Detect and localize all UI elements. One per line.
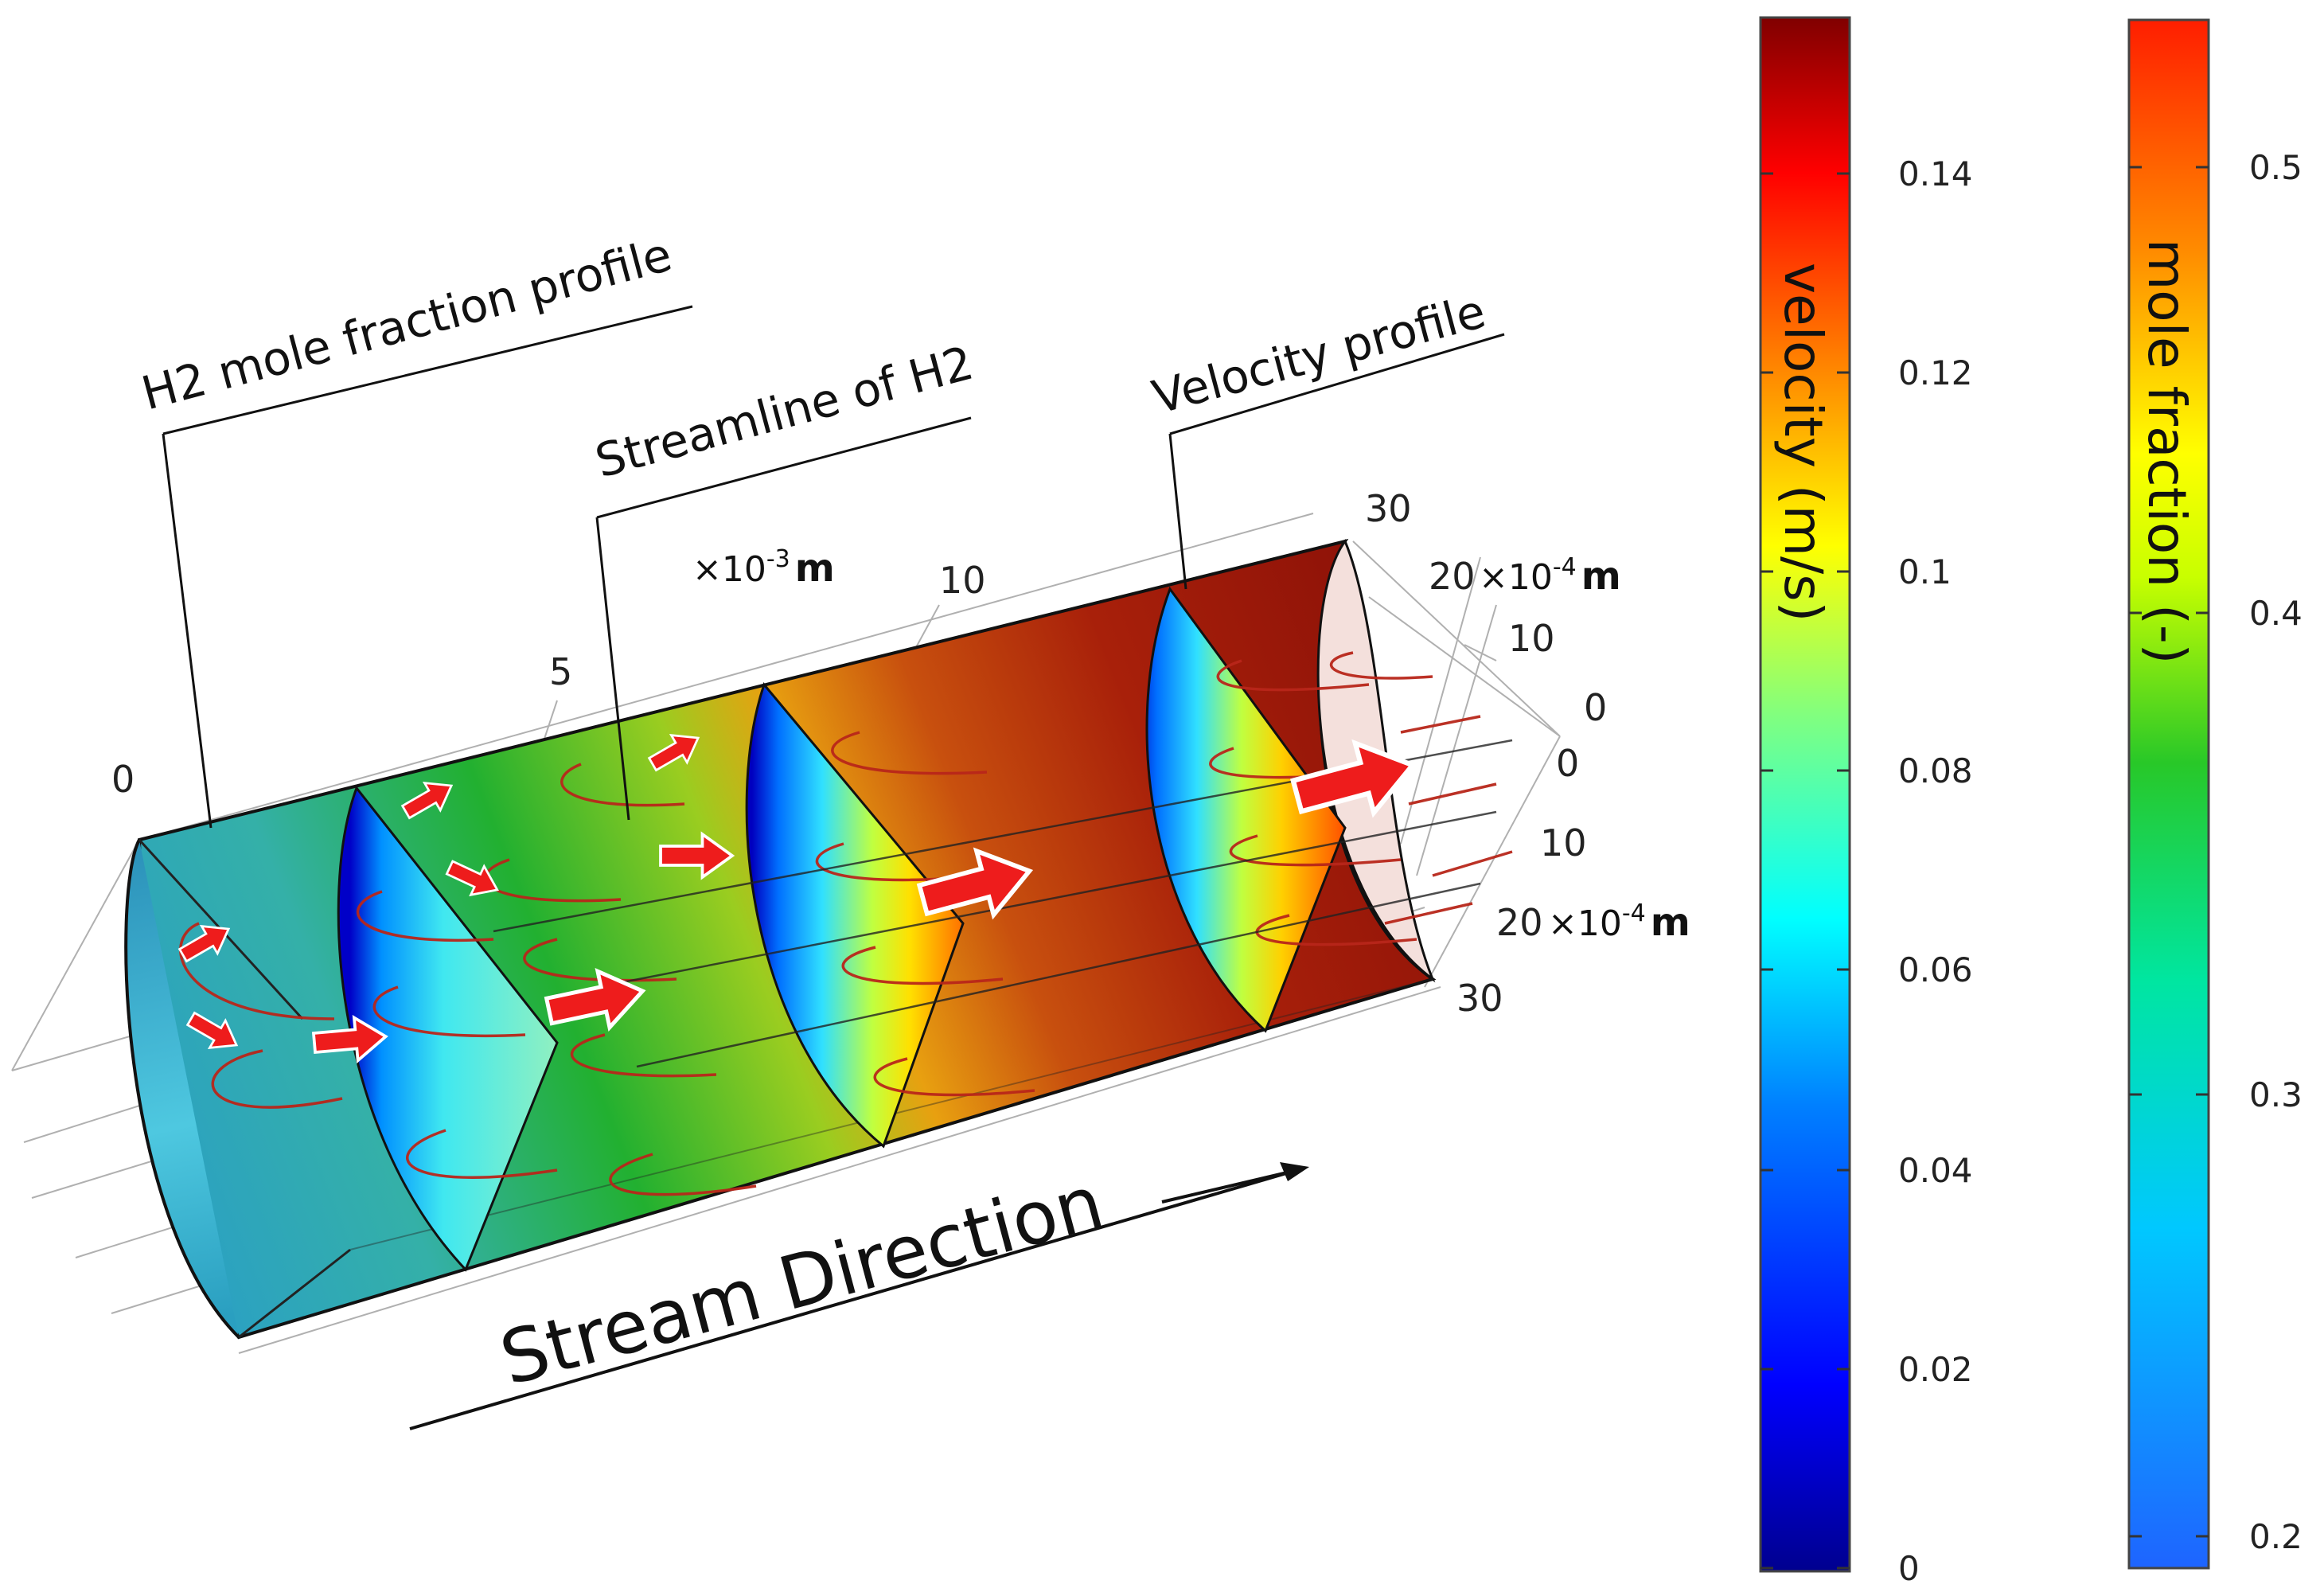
vertical-tick-0: 0 bbox=[1556, 742, 1579, 785]
velocity-colorbar-title: velocity (m/s) bbox=[1772, 263, 1834, 622]
depth-tick-10: 10 bbox=[1508, 617, 1555, 660]
velocity-tick-0.08: 0.08 bbox=[1898, 751, 1973, 790]
length-tick-0: 0 bbox=[111, 758, 135, 801]
h2-mole-fraction-label: H2 mole fraction profile bbox=[136, 227, 677, 420]
mole-fraction-colorbar: 0.2 0.3 0.4 0.5 mole fraction (-) bbox=[2127, 18, 2303, 1570]
vertical-tick-20: 20 bbox=[1496, 901, 1543, 944]
mole-tick-0.3: 0.3 bbox=[2249, 1075, 2303, 1114]
depth-tick-0: 0 bbox=[1584, 686, 1607, 729]
velocity-tick-0.1: 0.1 bbox=[1898, 552, 1952, 591]
velocity-tick-0.06: 0.06 bbox=[1898, 950, 1973, 989]
mole-colorbar-title: mole fraction (-) bbox=[2136, 239, 2197, 664]
velocity-tick-0.04: 0.04 bbox=[1898, 1151, 1973, 1190]
velocity-tick-0.14: 0.14 bbox=[1898, 154, 1973, 193]
velocity-tick-0.12: 0.12 bbox=[1898, 353, 1973, 392]
velocity-colorbar: 0 0.02 0.04 0.06 0.08 0.1 0.12 0.14 velo… bbox=[1759, 16, 1973, 1588]
mole-tick-0.5: 0.5 bbox=[2249, 148, 2303, 187]
streamline-label: Streamline of H2 bbox=[590, 336, 979, 489]
vertical-tick-30: 30 bbox=[1456, 977, 1503, 1020]
depth-tick-20: 20 bbox=[1429, 555, 1476, 598]
vertical-tick-10: 10 bbox=[1540, 821, 1587, 864]
mole-tick-0.2: 0.2 bbox=[2249, 1517, 2303, 1556]
velocity-tick-0.02: 0.02 bbox=[1898, 1350, 1973, 1389]
leader-lines bbox=[162, 305, 1505, 829]
mole-tick-0.4: 0.4 bbox=[2249, 594, 2303, 633]
length-tick-10: 10 bbox=[939, 559, 986, 602]
depth-tick-30: 30 bbox=[1365, 487, 1412, 530]
streamlines bbox=[179, 651, 1513, 1196]
velocity-profiles bbox=[337, 586, 1347, 1272]
velocity-tick-0: 0 bbox=[1898, 1549, 1920, 1588]
length-tick-5: 5 bbox=[549, 650, 572, 693]
